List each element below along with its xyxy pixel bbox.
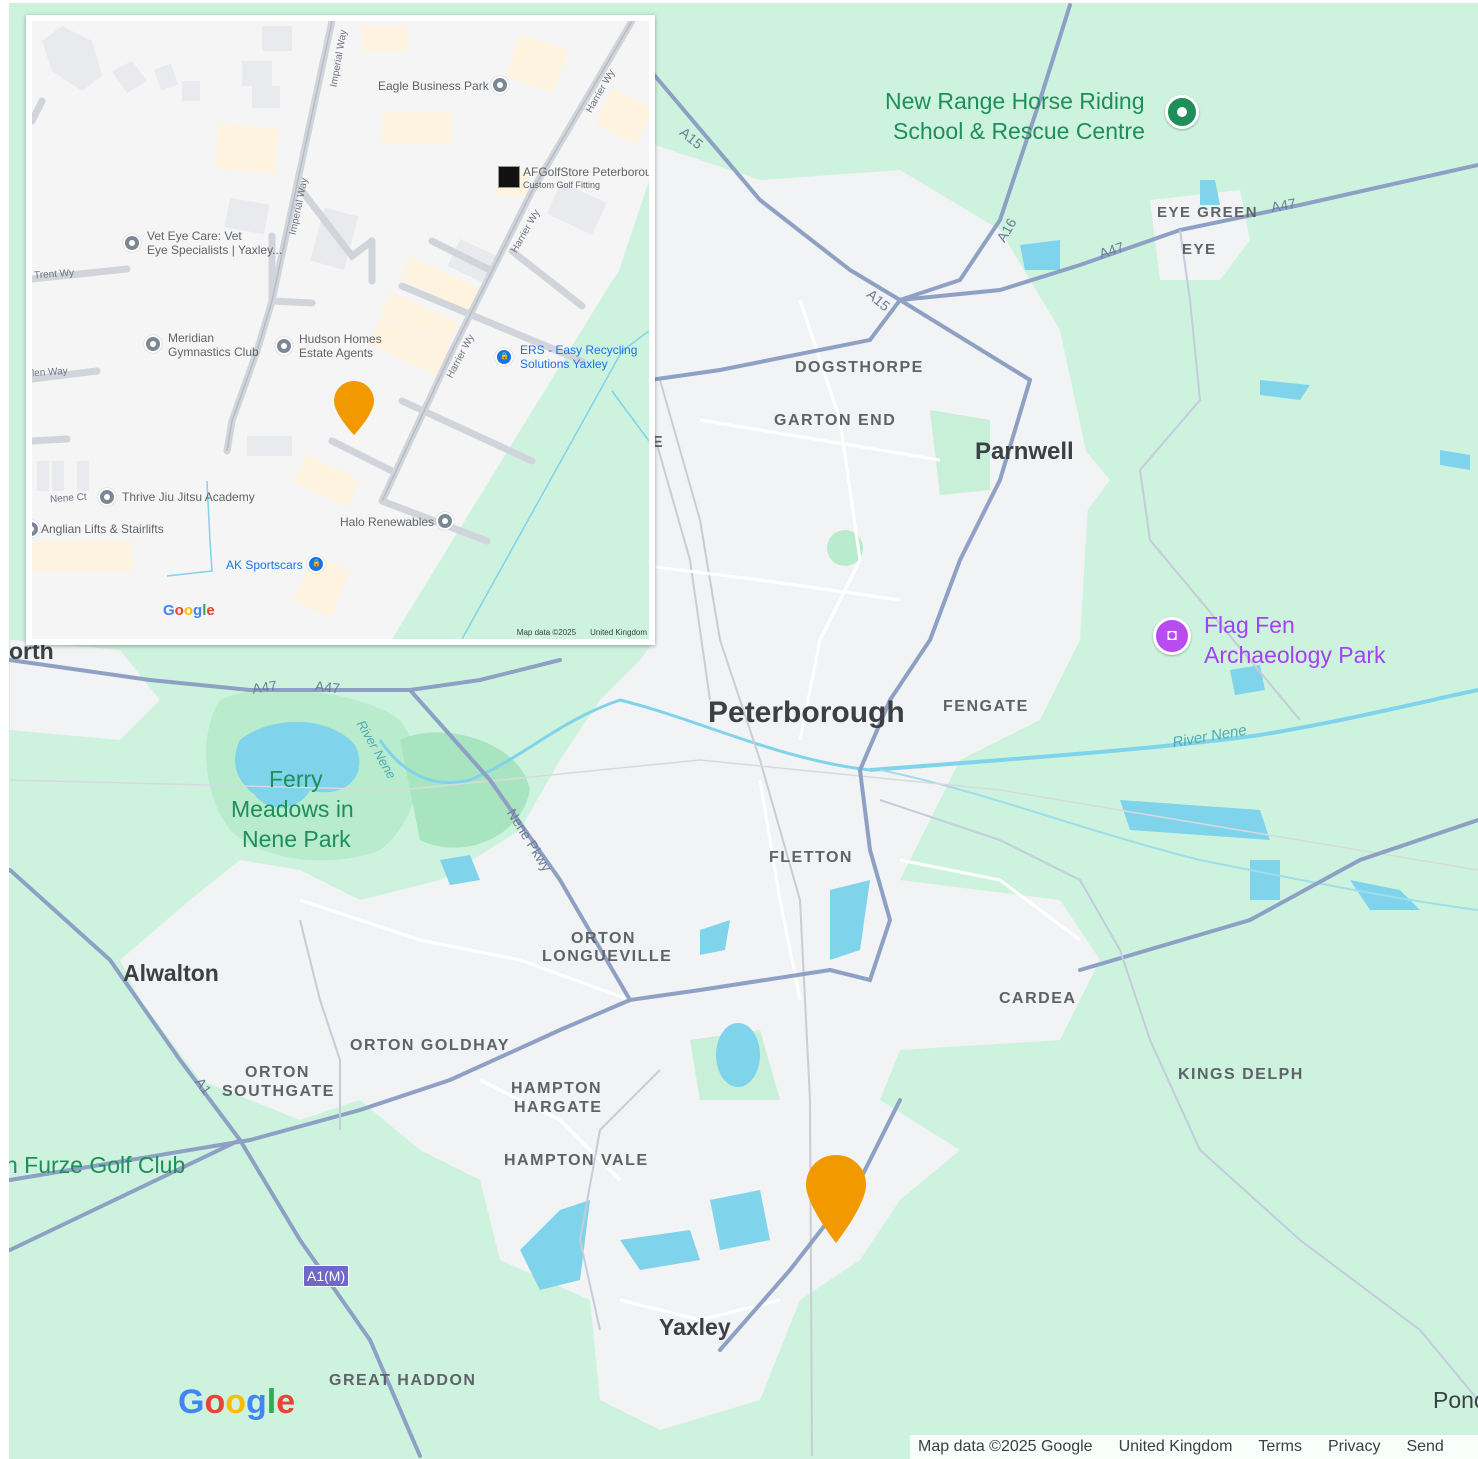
district-label: KINGS DELPH	[1178, 1066, 1304, 1083]
privacy-link[interactable]: Privacy	[1327, 1438, 1381, 1455]
google-logo: Google	[163, 602, 215, 619]
road-label: A47	[251, 677, 278, 697]
poi-pin-icon[interactable]	[98, 488, 116, 506]
inset-map-footer: Map data ©2025 United Kingdom	[517, 628, 647, 637]
district-label: HARGATE	[514, 1099, 603, 1116]
district-label: DOGSTHORPE	[795, 359, 924, 376]
poi-label[interactable]: Flag Fen	[1204, 612, 1295, 638]
main-map[interactable]: New Range Horse Riding School & Rescue C…	[9, 3, 1478, 1459]
town-label: Parnwell	[975, 438, 1074, 465]
poi-label[interactable]: Vet Eye Care: Vet	[147, 229, 242, 243]
district-label: HAMPTON VALE	[504, 1152, 649, 1169]
map-footer: Map data ©2025 Google United Kingdom Ter…	[910, 1435, 1478, 1459]
location-marker-icon[interactable]	[804, 1153, 868, 1247]
district-label: ORTON	[571, 930, 636, 947]
terms-link[interactable]: Terms	[1258, 1438, 1302, 1455]
poi-label[interactable]: Halo Renewables	[340, 515, 435, 529]
town-label: orth	[9, 638, 54, 664]
district-label: LONGUEVILLE	[542, 948, 673, 965]
region-link[interactable]: United Kingdom	[590, 628, 647, 637]
town-label: Alwalton	[123, 960, 219, 986]
district-label: ORTON	[245, 1064, 310, 1081]
district-label: GARTON END	[774, 412, 897, 429]
poi-label[interactable]: Anglian Lifts & Stairlifts	[41, 522, 164, 536]
region-link[interactable]: United Kingdom	[1118, 1438, 1233, 1455]
poi-label[interactable]: Thrive Jiu Jitsu Academy	[122, 490, 255, 504]
inset-location-marker-icon	[334, 381, 374, 435]
poi-label[interactable]: School & Rescue Centre	[893, 118, 1145, 144]
district-label: SOUTHGATE	[222, 1083, 335, 1100]
district-label: EYE	[1182, 241, 1217, 258]
poi-label[interactable]: Eagle Business Park	[378, 79, 489, 93]
district-label: EYE GREEN	[1157, 204, 1259, 221]
google-logo: Google	[178, 1383, 296, 1421]
inset-map-canvas	[32, 21, 649, 639]
poi-pin-icon[interactable]	[491, 76, 509, 94]
poi-pin-icon[interactable]	[144, 335, 162, 353]
poi-label[interactable]: Eye Specialists | Yaxley...	[147, 243, 283, 257]
poi-label[interactable]: Archaeology Park	[1204, 642, 1386, 668]
a1m-road-shield: A1(M)	[303, 1265, 350, 1287]
poi-shop-icon[interactable]	[495, 348, 513, 366]
poi-label[interactable]: Meridian	[168, 331, 215, 345]
park-label[interactable]: Nene Park	[242, 826, 351, 852]
afgolf-logo-icon[interactable]	[498, 166, 520, 188]
inset-map[interactable]: Imperial Way Imperial Way Harrier Wy Har…	[32, 21, 649, 639]
poi-shop-icon[interactable]	[307, 555, 325, 573]
district-label: CARDEA	[999, 990, 1077, 1007]
poi-label[interactable]: Hudson Homes	[299, 332, 382, 346]
poi-pin-icon[interactable]	[1165, 95, 1199, 129]
district-label: ORTON GOLDHAY	[350, 1037, 510, 1054]
district-label: E	[652, 434, 665, 451]
poi-camera-icon[interactable]: ◘	[1153, 617, 1191, 655]
district-label: HAMPTON	[511, 1080, 603, 1097]
poi-pin-icon[interactable]	[436, 512, 454, 530]
road-label: A47	[314, 677, 341, 697]
district-label: FLETTON	[769, 849, 853, 866]
city-label: Peterborough	[708, 696, 905, 729]
district-label: FENGATE	[943, 698, 1029, 715]
poi-label[interactable]: n Furze Golf Club	[9, 1152, 186, 1178]
park-label[interactable]: Ferry	[269, 766, 323, 792]
poi-label[interactable]: New Range Horse Riding	[885, 88, 1145, 114]
poi-label[interactable]: AFGolfStore Peterborough	[523, 165, 649, 179]
poi-pin-icon[interactable]	[123, 234, 141, 252]
main-map-canvas	[9, 3, 1478, 1458]
poi-label[interactable]: ERS - Easy Recycling	[520, 343, 638, 357]
poi-label[interactable]: AK Sportscars	[226, 558, 303, 572]
road-shield-label: A1(M)	[307, 1268, 346, 1284]
map-data-attribution: Map data ©2025	[516, 628, 577, 637]
town-label: Ponc	[1433, 1387, 1478, 1413]
inset-map-frame: Imperial Way Imperial Way Harrier Wy Har…	[26, 15, 655, 645]
send-feedback-link[interactable]: Send	[1406, 1438, 1444, 1455]
poi-sublabel: Custom Golf Fitting	[523, 180, 601, 190]
poi-label[interactable]: Gymnastics Club	[168, 345, 259, 359]
poi-label[interactable]: Solutions Yaxley	[520, 357, 608, 371]
park-label[interactable]: Meadows in	[231, 796, 354, 822]
poi-label[interactable]: Estate Agents	[299, 346, 374, 360]
district-label: GREAT HADDON	[329, 1372, 477, 1389]
road-label: A47	[1269, 194, 1298, 216]
map-data-attribution: Map data ©2025 Google	[918, 1438, 1093, 1455]
poi-pin-icon[interactable]	[275, 337, 293, 355]
town-label: Yaxley	[659, 1314, 731, 1340]
